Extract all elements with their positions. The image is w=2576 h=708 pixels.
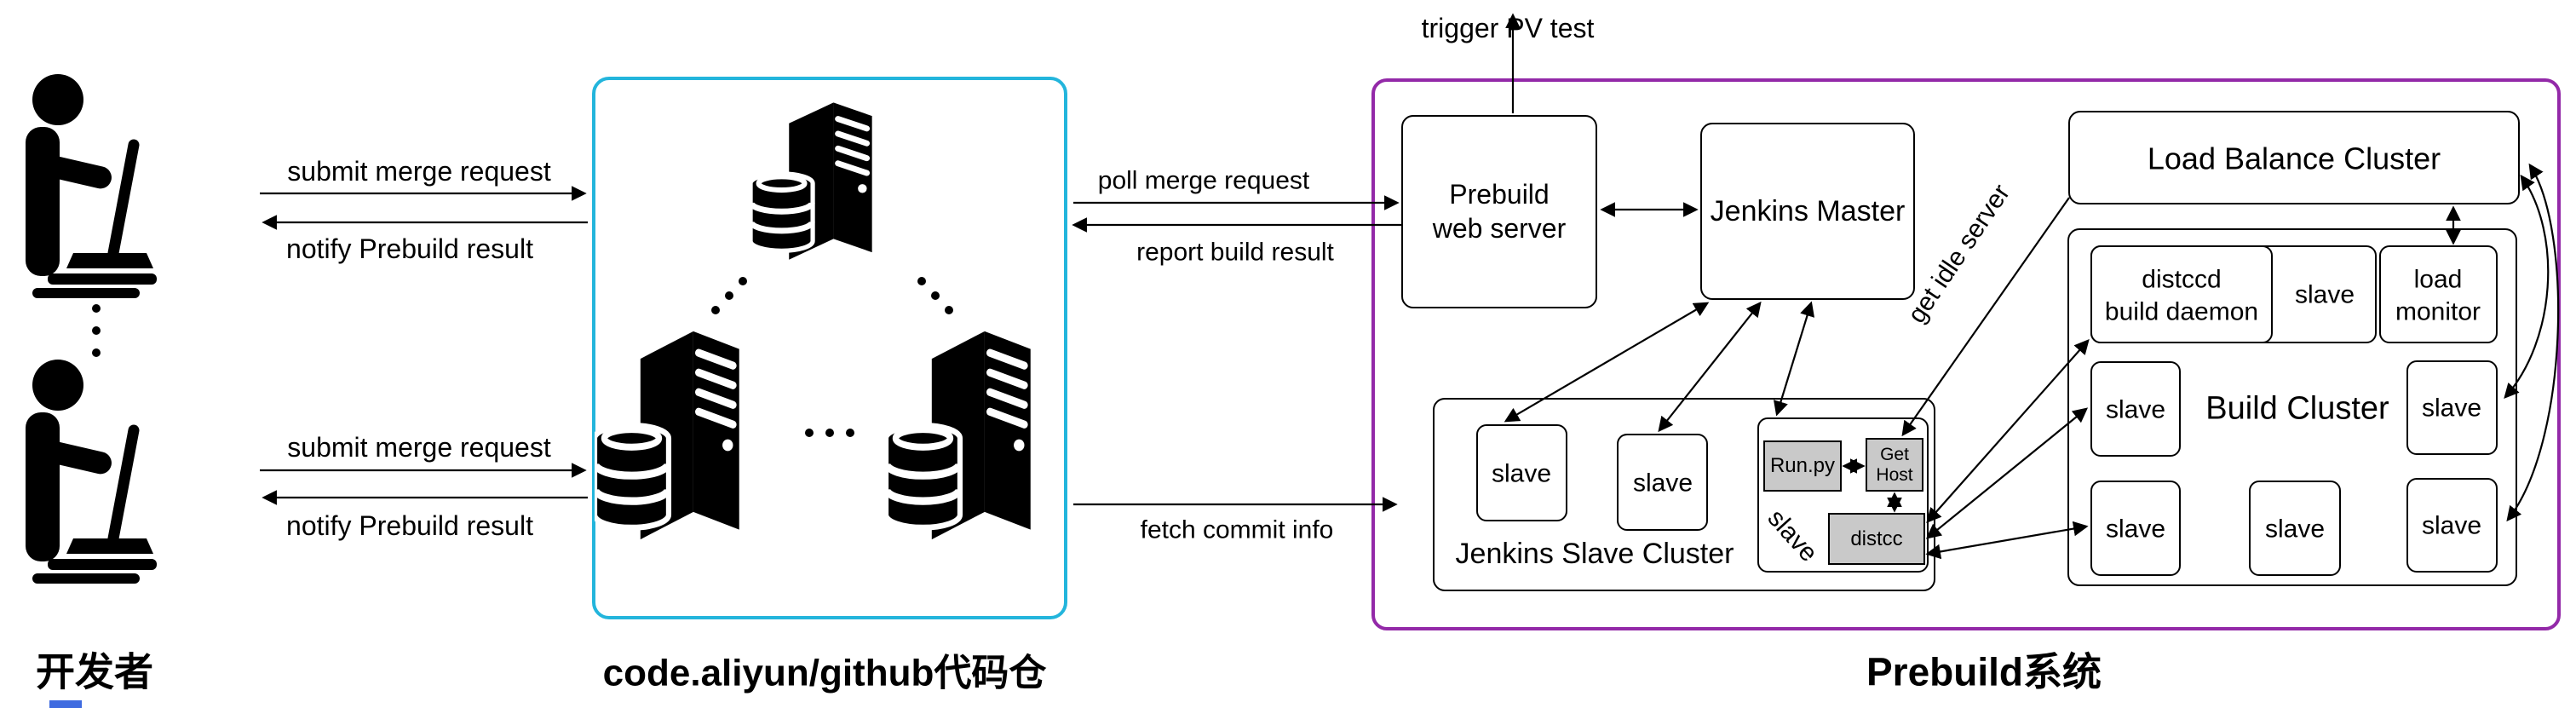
fetch-label: fetch commit info bbox=[1140, 515, 1334, 544]
repo-label: code.aliyun/github代码仓 bbox=[602, 652, 1047, 694]
distccd-line2: build daemon bbox=[2104, 297, 2259, 325]
build-row3-slave-left-label: slave bbox=[2105, 515, 2166, 544]
build-row3-slave-right-box bbox=[2406, 478, 2498, 573]
slave1-box bbox=[1476, 424, 1567, 521]
trigger-label: trigger PV test bbox=[1421, 13, 1595, 43]
system-label: Prebuild系统 bbox=[1866, 649, 2102, 694]
submit-label-1: submit merge request bbox=[287, 156, 551, 187]
submit-label-2: submit merge request bbox=[287, 432, 551, 463]
prebuild-ws-line1: Prebuild bbox=[1449, 179, 1550, 210]
slave2-box bbox=[1617, 434, 1708, 531]
report-label: report build result bbox=[1136, 238, 1334, 267]
distccd-line1: distccd bbox=[2142, 265, 2222, 294]
load-balance-cluster-box bbox=[2068, 111, 2520, 204]
build-row3-slave-mid-box bbox=[2249, 481, 2341, 576]
build-row2-slave-right-box bbox=[2406, 360, 2498, 455]
person-at-laptop-icon bbox=[26, 74, 157, 298]
load-balance-cluster-label: Load Balance Cluster bbox=[2147, 141, 2441, 176]
distcc-box bbox=[1828, 513, 1925, 565]
distcc-label: distcc bbox=[1850, 527, 1903, 550]
build-row2-slave-left-box bbox=[2090, 361, 2181, 457]
jenkins-master-box bbox=[1700, 123, 1915, 300]
server-with-database-icon bbox=[595, 331, 739, 540]
person-at-laptop-icon bbox=[26, 360, 157, 584]
gethost-line2: Host bbox=[1876, 465, 1913, 485]
build-row1-slave-label: slave bbox=[2294, 280, 2355, 309]
code-repo-box bbox=[592, 77, 1067, 619]
server-with-database-icon bbox=[748, 102, 872, 260]
build-cluster-label: Build Cluster bbox=[2205, 390, 2389, 427]
load-monitor-box bbox=[2379, 245, 2498, 343]
load-monitor-line1: load bbox=[2413, 265, 2463, 294]
build-row3-slave-right-label: slave bbox=[2421, 511, 2482, 540]
build-row3-slave-left-box bbox=[2090, 481, 2181, 576]
developer-label: 开发者 bbox=[36, 649, 153, 694]
runpy-label: Run.py bbox=[1769, 454, 1836, 477]
gethost-label: Get Host bbox=[1876, 445, 1912, 486]
build-row2-slave-left-label: slave bbox=[2105, 395, 2166, 424]
distccd-build-daemon-box bbox=[2090, 245, 2273, 343]
prebuild-web-server-box bbox=[1401, 115, 1597, 308]
runpy-box bbox=[1763, 440, 1842, 492]
prebuild-ws-line2: web server bbox=[1432, 213, 1567, 244]
gethost-box bbox=[1866, 438, 1923, 492]
jenkins-slave-cluster-label: Jenkins Slave Cluster bbox=[1455, 537, 1734, 570]
jenkins-master-label: Jenkins Master bbox=[1710, 194, 1906, 227]
poll-label: poll merge request bbox=[1097, 166, 1310, 195]
slave2-label: slave bbox=[1632, 469, 1693, 498]
load-monitor-label: load monitor bbox=[2395, 264, 2481, 328]
load-monitor-line2: monitor bbox=[2395, 297, 2481, 325]
bottom-blue-artifact bbox=[49, 700, 82, 708]
server-with-database-icon bbox=[886, 331, 1031, 540]
vertical-dots-icon bbox=[92, 304, 101, 357]
build-row3-slave-mid-label: slave bbox=[2264, 515, 2326, 544]
prebuild-web-server-label: Prebuild web server bbox=[1433, 177, 1567, 245]
notify-label-2: notify Prebuild result bbox=[286, 510, 533, 541]
gethost-line1: Get bbox=[1880, 444, 1909, 464]
slave1-label: slave bbox=[1491, 459, 1552, 488]
notify-label-1: notify Prebuild result bbox=[286, 233, 533, 264]
build-row2-slave-right-label: slave bbox=[2421, 394, 2482, 423]
distccd-build-daemon-label: distccd build daemon bbox=[2105, 264, 2258, 328]
